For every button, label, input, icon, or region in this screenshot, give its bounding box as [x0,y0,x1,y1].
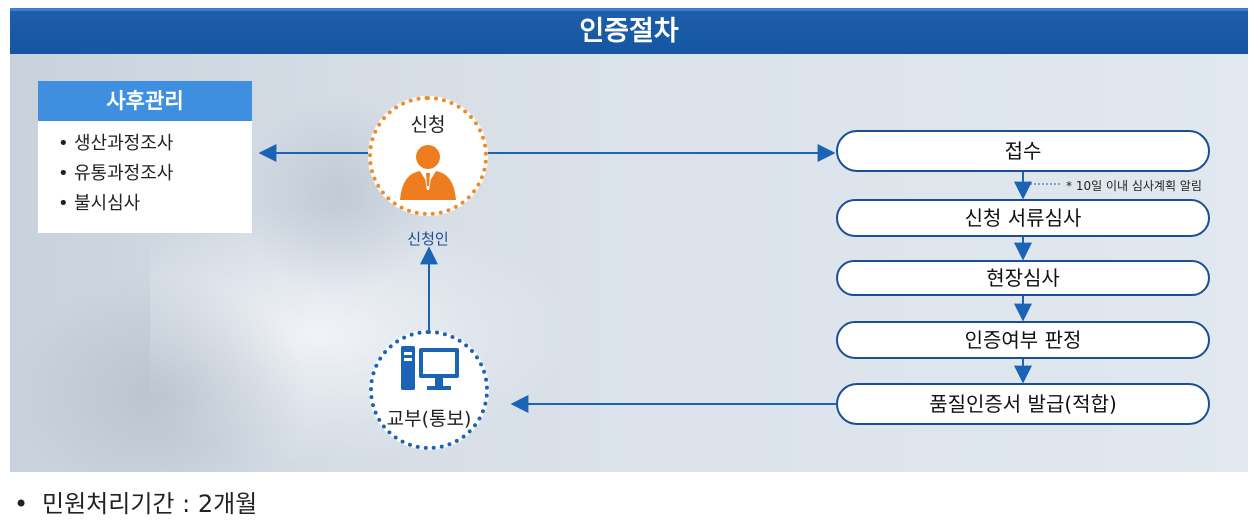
list-item: •생산과정조사 [58,133,174,154]
step-reception: 접수 [836,130,1210,172]
applicant-circle: 신청 [368,96,488,216]
computer-icon [401,346,459,390]
applicant-caption: 신청인 [407,230,449,248]
step-certification-decision: 인증여부 판정 [836,321,1210,359]
delivery-label: 교부(통보) [386,408,472,430]
processing-period: •민원처리기간 : 2개월 [14,490,258,518]
person-icon [400,145,456,200]
schedule-note: * 10일 이내 심사계획 알림 [1066,179,1202,193]
delivery-circle: 교부(통보) [369,330,489,450]
step-site-inspection: 현장심사 [836,260,1210,296]
list-item: •불시심사 [58,193,141,214]
title-text: 인증절차 [579,16,679,47]
list-item: •유통과정조사 [58,163,174,184]
post-management-list: •생산과정조사 •유통과정조사 •불시심사 [38,121,252,219]
apply-label: 신청 [410,114,446,136]
page-title: 인증절차 [10,8,1248,54]
post-management-title: 사후관리 [38,81,252,121]
step-certificate-issuance: 품질인증서 발급(적합) [836,383,1210,425]
processing-period-text: 민원처리기간 : 2개월 [42,490,258,518]
background-photo-shadow [10,274,310,472]
step-document-review: 신청 서류심사 [836,199,1210,237]
post-management-box: 사후관리 •생산과정조사 •유통과정조사 •불시심사 [38,81,252,233]
